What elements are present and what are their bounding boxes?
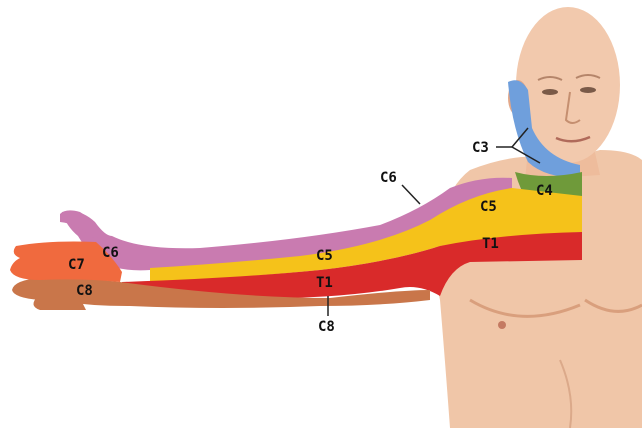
nipple	[498, 321, 506, 329]
label-c6-upper: C6	[380, 170, 397, 186]
label-t1-arm: T1	[316, 275, 333, 291]
label-c3: C3	[472, 140, 489, 156]
label-c4: C4	[536, 183, 553, 199]
label-t1-chest: T1	[482, 236, 499, 252]
label-c7: C7	[68, 257, 85, 273]
label-c6-hand: C6	[102, 245, 119, 261]
right-eye	[580, 87, 596, 93]
label-c8-hand: C8	[76, 283, 93, 299]
label-c8-lower: C8	[318, 319, 335, 335]
label-c5-arm: C5	[316, 248, 333, 264]
left-eye	[542, 89, 558, 95]
c6-leader	[402, 185, 420, 204]
label-c5-shoulder: C5	[480, 199, 497, 215]
